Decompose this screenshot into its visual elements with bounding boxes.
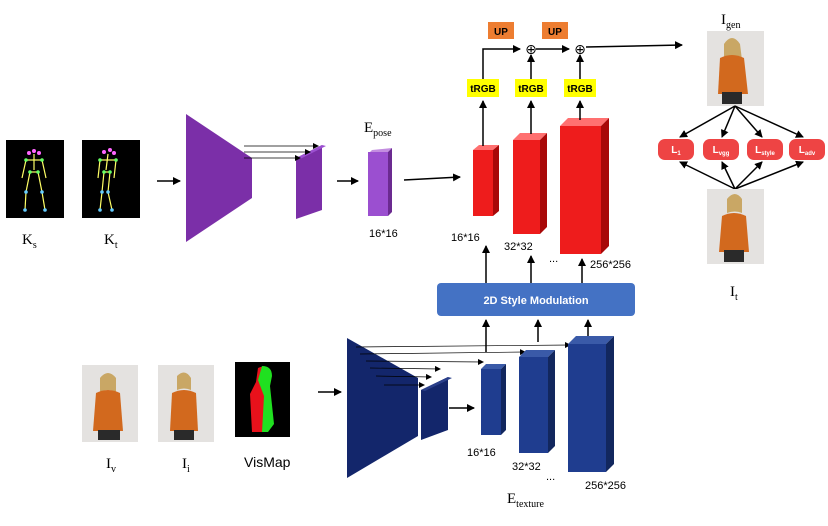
generated-image: [707, 31, 764, 106]
loss-l1: L1: [658, 139, 694, 160]
trgb-box-2: tRGB: [515, 79, 547, 97]
generator-block-256: [560, 118, 609, 254]
pose-feature-block: [368, 148, 392, 216]
visible-image: [82, 365, 138, 442]
visible-image-label: Iv: [106, 456, 116, 475]
texture-dim-32: 32*32: [512, 461, 541, 473]
pose-feature-dim: 16*16: [369, 228, 398, 240]
generator-to-trgb-arrows: [479, 100, 584, 146]
loss-lvgg: Lvgg: [703, 139, 739, 160]
texture-block-256: [568, 336, 614, 472]
up-label-1: UP: [494, 27, 508, 38]
target-image-label: It: [730, 284, 738, 303]
style-modulation-label: 2D Style Modulation: [483, 295, 588, 307]
texture-dim-ellipsis: ...: [546, 471, 555, 483]
trgb-label-3: tRGB: [567, 84, 593, 95]
loss-ladv-label: Ladv: [799, 145, 816, 157]
target-to-loss-arrows: [679, 160, 804, 190]
source-keypoints-label: Ks: [22, 232, 37, 251]
texture-skip-connections: [355, 342, 571, 388]
loss-lstyle-label: Lstyle: [755, 145, 775, 157]
style-modulation-box: 2D Style Modulation: [437, 283, 635, 316]
up-box-1: UP: [488, 22, 514, 39]
invisible-image: [158, 365, 214, 442]
source-keypoints-image: [6, 140, 64, 218]
trgb-box-1: tRGB: [467, 79, 499, 97]
generated-image-label: Igen: [721, 12, 740, 31]
trgb-to-sum-arrows: [482, 41, 683, 79]
generator-dim-256: 256*256: [590, 259, 631, 271]
generator-block-32: [513, 133, 547, 234]
invisible-image-label: Ii: [182, 456, 190, 475]
arrow-pose-to-generator: [403, 173, 461, 182]
texture-dim-256: 256*256: [585, 480, 626, 492]
texture-block-16: [481, 364, 506, 435]
loss-ladv: Ladv: [789, 139, 825, 160]
generator-block-16: [473, 145, 499, 216]
modulation-to-generator-arrows: [482, 245, 586, 283]
texture-dim-16: 16*16: [467, 447, 496, 459]
loss-lstyle: Lstyle: [747, 139, 783, 160]
target-image: [707, 189, 764, 264]
target-keypoints-label: Kt: [104, 232, 118, 251]
sum-symbol-1: ⊕: [525, 42, 537, 58]
trgb-box-3: tRGB: [564, 79, 596, 97]
target-keypoints-image: [82, 140, 140, 218]
generator-dim-ellipsis: ...: [549, 253, 558, 265]
pose-encoder: [186, 114, 326, 242]
trgb-label-2: tRGB: [518, 84, 544, 95]
trgb-label-1: tRGB: [470, 84, 496, 95]
generator-dim-32: 32*32: [504, 241, 533, 253]
up-box-2: UP: [542, 22, 568, 39]
pose-skip-connections: [244, 143, 319, 161]
vismap-label: VisMap: [244, 454, 291, 470]
texture-encoder: [347, 338, 452, 478]
texture-block-32: [519, 350, 555, 453]
loss-lvgg-label: Lvgg: [713, 145, 730, 157]
texture-encoder-label: Etexture: [507, 491, 544, 510]
pose-encoder-label: Epose: [364, 120, 392, 139]
sum-symbol-2: ⊕: [574, 42, 586, 58]
up-label-2: UP: [548, 27, 562, 38]
generator-dim-16: 16*16: [451, 232, 480, 244]
vismap-image: [235, 362, 290, 437]
texture-to-modulation-arrows: [482, 319, 592, 352]
loss-l1-label: L1: [671, 145, 681, 157]
generated-to-loss-arrows: [679, 105, 804, 138]
